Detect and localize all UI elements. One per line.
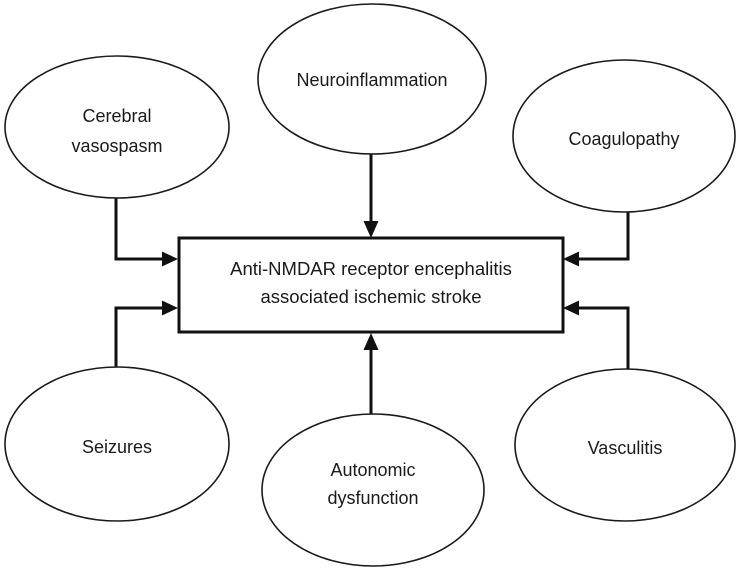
node-vasculitis[interactable]: Vasculitis (514, 368, 736, 522)
node-label-line1: Neuroinflammation (296, 70, 447, 90)
node-autonomic-dysfunction[interactable]: Autonomic dysfunction (261, 413, 485, 567)
center-box-label-line1: Anti-NMDAR receptor encephalitis (230, 258, 512, 279)
node-label-line1: Cerebral (82, 106, 151, 126)
edge-line (114, 306, 172, 368)
center-box-shape (177, 236, 565, 334)
node-label-line2: dysfunction (327, 488, 418, 508)
edge-line (570, 211, 630, 261)
node-label-line2: vasospasm (71, 136, 162, 156)
arrow-head-left-icon (563, 300, 579, 316)
edge-seizures-to-center (114, 300, 178, 368)
node-label-line1: Seizures (82, 437, 152, 457)
node-ellipse-shape (257, 3, 487, 155)
node-ellipse-shape (4, 366, 230, 522)
node-center-outcome[interactable]: Anti-NMDAR receptor encephalitis associa… (177, 236, 565, 334)
arrow-head-left-icon (563, 251, 579, 267)
arrow-head-right-icon (162, 251, 178, 267)
edge-coagulopathy-to-center (563, 211, 630, 267)
node-ellipse-shape (261, 413, 485, 567)
node-cerebral-vasospasm[interactable]: Cerebral vasospasm (4, 55, 230, 199)
edge-cerebral-vasospasm-to-center (114, 196, 178, 267)
edge-vasculitis-to-center (563, 300, 630, 370)
edge-autonomic-dysfunction-to-center (363, 333, 379, 416)
center-box-label-line2: associated ischemic stroke (260, 286, 481, 307)
node-label-line1: Autonomic (330, 460, 415, 480)
node-label-line1: Vasculitis (588, 438, 663, 458)
arrow-head-right-icon (162, 300, 178, 316)
node-label-line1: Coagulopathy (568, 129, 679, 149)
edge-line (570, 306, 630, 370)
node-ellipse-shape (4, 55, 230, 199)
node-neuroinflammation[interactable]: Neuroinflammation (257, 3, 487, 155)
edge-line (114, 196, 172, 261)
arrow-head-down-icon (363, 221, 379, 238)
node-ellipse-shape (512, 59, 736, 213)
node-coagulopathy[interactable]: Coagulopathy (512, 59, 736, 213)
node-seizures[interactable]: Seizures (4, 366, 230, 522)
node-ellipse-shape (514, 368, 736, 522)
arrow-head-up-icon (363, 333, 379, 350)
edge-neuroinflammation-to-center (363, 152, 379, 238)
